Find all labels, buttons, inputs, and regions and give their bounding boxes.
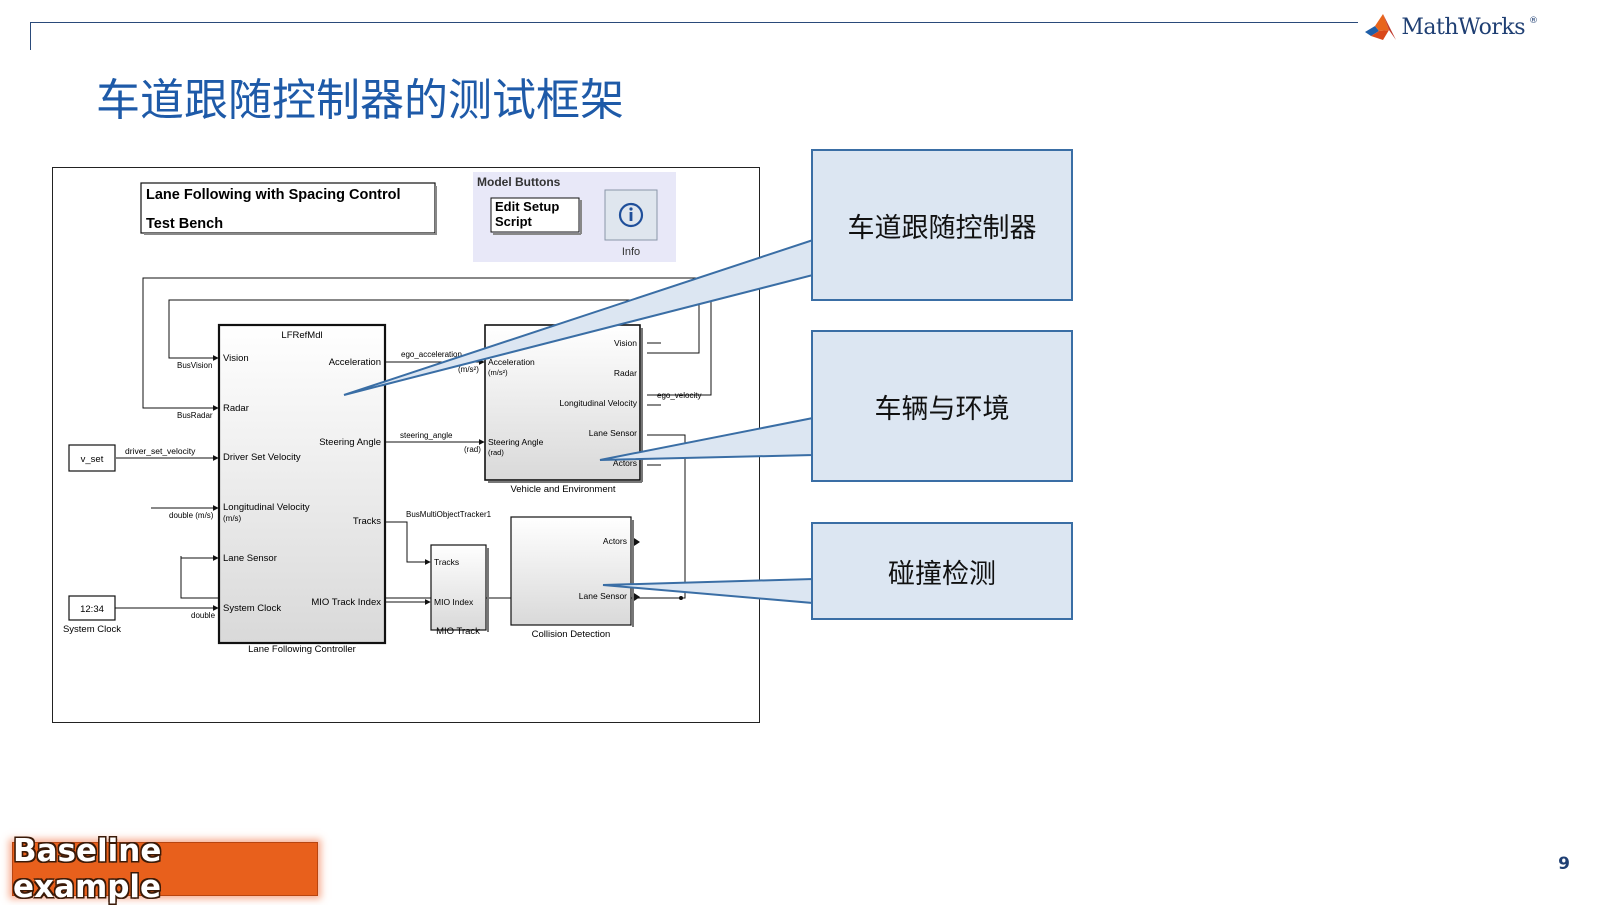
venv-in-acceleration: Acceleration xyxy=(488,357,535,367)
callout-label: 碰撞检测 xyxy=(888,558,996,590)
lfc-output-signal-labels: ego_acceleration (m/s²) steering_angle (… xyxy=(400,350,701,519)
signal-ego-velocity: ego_velocity xyxy=(657,391,701,400)
callout-label: 车道跟随控制器 xyxy=(847,212,1037,244)
page-number: 9 xyxy=(1558,854,1570,874)
venv-in-steering-angle-unit: (rad) xyxy=(488,448,504,457)
header-rule-tick xyxy=(30,22,31,50)
lfc-in-lane-sensor: Lane Sensor xyxy=(223,553,277,564)
mio-track-block[interactable]: Tracks MIO Index MIO Track xyxy=(430,544,489,637)
model-title-annotation[interactable]: Lane Following with Spacing Control Test… xyxy=(140,182,437,235)
venv-out-vision: Vision xyxy=(614,338,637,348)
header-rule xyxy=(30,22,1358,23)
badge-label: Baseline example xyxy=(13,833,162,905)
lfc-out-steering-angle: Steering Angle xyxy=(319,437,381,448)
edit-setup-script-button[interactable]: Edit Setup Script xyxy=(490,197,582,235)
lfc-input-signal-labels: BusVision BusRadar driver_set_velocity d… xyxy=(125,361,216,620)
lfc-out-tracks: Tracks xyxy=(353,516,381,527)
venv-out-lane-sensor: Lane Sensor xyxy=(589,428,637,438)
simulink-diagram: Lane Following with Spacing Control Test… xyxy=(63,172,712,655)
collision-in-actors: Actors xyxy=(603,536,627,546)
callout-collision-detection: 碰撞检测 xyxy=(811,522,1073,620)
lfc-out-mio-track-index: MIO Track Index xyxy=(311,597,381,608)
membrane-icon xyxy=(1365,14,1397,40)
info-label: Info xyxy=(622,246,640,258)
signal-ms2: (m/s²) xyxy=(458,365,479,374)
mio-name: MIO Track xyxy=(436,626,480,637)
venv-in-acceleration-unit: (m/s²) xyxy=(488,368,508,377)
info-icon xyxy=(618,202,644,228)
logo-registered-mark: ® xyxy=(1529,16,1538,26)
lfc-header: LFRefMdl xyxy=(281,330,322,341)
lfc-input-wires xyxy=(113,355,219,611)
lfc-in-vision: Vision xyxy=(223,353,249,364)
collision-detection-block[interactable]: Actors Lane Sensor Collision Detection xyxy=(510,516,634,640)
signal-double-ms: double (m/s) xyxy=(169,511,214,520)
signal-driver-set-velocity: driver_set_velocity xyxy=(125,446,196,456)
signal-bus-radar: BusRadar xyxy=(177,411,213,420)
lfc-in-driver-set-velocity: Driver Set Velocity xyxy=(223,452,301,463)
lfc-in-system-clock: System Clock xyxy=(223,603,281,614)
model-title-line2: Test Bench xyxy=(146,216,223,232)
collision-name: Collision Detection xyxy=(532,629,611,640)
venv-in-steering-angle: Steering Angle xyxy=(488,437,544,447)
venv-name: Vehicle and Environment xyxy=(510,484,615,495)
signal-double: double xyxy=(191,611,216,620)
logo-text: MathWorks xyxy=(1401,14,1525,40)
callout-lane-following-controller: 车道跟随控制器 xyxy=(811,149,1073,301)
lfc-out-acceleration: Acceleration xyxy=(329,357,381,368)
lfc-name: Lane Following Controller xyxy=(248,644,356,655)
signal-bus-vision: BusVision xyxy=(177,361,212,370)
mathworks-logo: MathWorks ® xyxy=(1363,12,1538,42)
simulink-model-canvas: Lane Following with Spacing Control Test… xyxy=(52,167,760,723)
mio-in-index: MIO Index xyxy=(434,597,474,607)
signal-steering-angle: steering_angle xyxy=(400,431,453,440)
signal-ego-acceleration: ego_acceleration xyxy=(401,350,462,359)
signal-bus-tracker: BusMultiObjectTracker1 xyxy=(406,510,492,519)
model-title-line1: Lane Following with Spacing Control xyxy=(146,187,401,203)
collision-port-arrows xyxy=(634,538,683,601)
model-buttons-title: Model Buttons xyxy=(477,175,561,189)
edit-setup-line1: Edit Setup xyxy=(495,199,559,214)
v-set-constant-block[interactable]: v_set xyxy=(68,444,116,472)
callout-vehicle-environment: 车辆与环境 xyxy=(811,330,1073,482)
clock-value: 12:34 xyxy=(80,604,104,615)
venv-out-longitudinal-velocity: Longitudinal Velocity xyxy=(559,398,637,408)
lfc-in-radar: Radar xyxy=(223,403,249,414)
edit-setup-line2: Script xyxy=(495,214,533,229)
venv-out-actors: Actors xyxy=(613,458,637,468)
slide-title: 车道跟随控制器的测试框架 xyxy=(96,75,624,126)
v-set-label: v_set xyxy=(81,454,104,465)
lfc-in-longitudinal-velocity: Longitudinal Velocity xyxy=(223,502,310,513)
callout-label: 车辆与环境 xyxy=(874,393,1010,425)
info-button[interactable]: Info xyxy=(604,189,658,258)
lane-following-controller-block[interactable]: LFRefMdl Lane Following Controller Visio… xyxy=(217,323,387,655)
clock-name: System Clock xyxy=(63,624,121,635)
system-clock-block[interactable]: 12:34 System Clock xyxy=(63,595,121,635)
venv-out-radar: Radar xyxy=(614,368,637,378)
mio-in-tracks: Tracks xyxy=(434,557,459,567)
collision-in-lane-sensor: Lane Sensor xyxy=(579,591,627,601)
lfc-in-longitudinal-velocity-unit: (m/s) xyxy=(223,514,242,523)
signal-rad: (rad) xyxy=(464,445,481,454)
baseline-example-badge: Baseline example xyxy=(12,833,318,905)
